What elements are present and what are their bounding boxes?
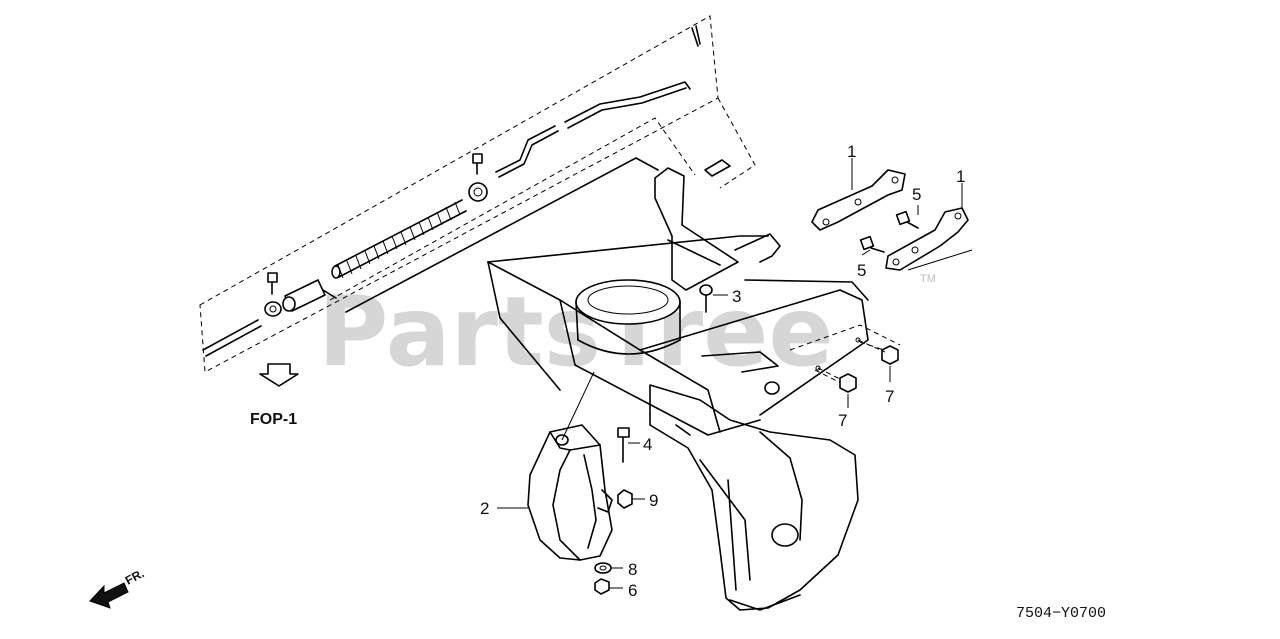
figure-code: 7504−Y0700 <box>1016 605 1106 622</box>
front-direction: FR. <box>89 566 147 609</box>
callout-1-left: 1 <box>847 142 856 161</box>
linkage-parts <box>202 25 731 357</box>
handle-arm <box>649 384 859 611</box>
chassis-frame <box>345 157 901 436</box>
guard-part-2 <box>527 371 613 561</box>
watermark: PartsTree <box>318 276 833 388</box>
callouts: 1 1 2 3 4 5 5 6 7 7 8 9 <box>480 142 965 600</box>
callout-6: 6 <box>628 581 637 600</box>
bolts-5 <box>859 210 919 253</box>
callout-5-upper: 5 <box>912 185 921 204</box>
callout-1-right: 1 <box>956 167 965 186</box>
hollow-down-arrow-icon <box>259 363 299 387</box>
front-direction-arrow-icon <box>89 582 129 609</box>
reference-label: FOP-1 <box>250 411 297 428</box>
front-label: FR. <box>123 566 147 587</box>
leader-lines <box>497 158 963 509</box>
callout-8: 8 <box>628 560 637 579</box>
callout-3: 3 <box>732 287 741 306</box>
bracket-plates <box>811 169 973 271</box>
nuts-7 <box>815 337 899 393</box>
bearing-ring <box>575 279 681 355</box>
spring <box>331 199 467 279</box>
bolt-3 <box>699 284 728 313</box>
callout-4: 4 <box>643 435 652 454</box>
callout-5-lower: 5 <box>857 261 866 280</box>
callout-9: 9 <box>649 491 658 510</box>
callout-2: 2 <box>480 499 489 518</box>
small-fasteners <box>594 427 645 595</box>
reference-fop-1[interactable]: FOP-1 <box>250 363 299 428</box>
callout-7-left: 7 <box>838 411 847 430</box>
watermark-tm: TM <box>920 273 936 285</box>
callout-7-right: 7 <box>885 387 894 406</box>
